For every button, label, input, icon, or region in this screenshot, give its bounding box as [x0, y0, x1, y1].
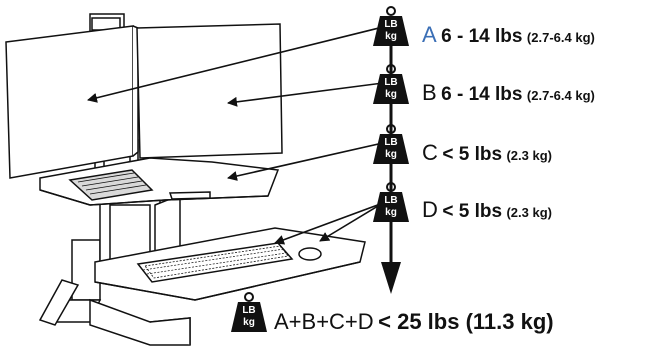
label-letter: D — [422, 197, 438, 222]
weight-icon-bottom: kg — [385, 207, 397, 218]
weight-icon-shape — [231, 292, 267, 332]
weight-icon-shape — [373, 64, 409, 104]
weight-icon-shape — [373, 182, 409, 222]
label-metric: (2.3 kg) — [506, 205, 552, 220]
weight-icon-top: LB — [384, 195, 398, 206]
pointer-arrows — [87, 26, 384, 245]
label-metric: (2.7-6.4 kg) — [526, 30, 595, 45]
weight-icon-shape — [373, 6, 409, 46]
weight-icon: LB kg — [372, 124, 410, 164]
weight-icon-bottom: kg — [385, 149, 397, 160]
label-range: < 5 lbs — [442, 144, 503, 165]
desk-clamp-base — [38, 239, 191, 346]
label-metric: (2.3 kg) — [506, 148, 552, 163]
label-range: 6 - 14 lbs — [441, 84, 523, 105]
label-letter: B — [422, 80, 437, 105]
total-letters: A+B+C+D — [274, 309, 374, 334]
weight-icon: LB kg — [372, 64, 410, 104]
weight-icon: LB kg — [372, 182, 410, 222]
keyboard — [136, 242, 294, 283]
weight-icon-top: LB — [384, 19, 398, 30]
mouse — [298, 247, 322, 261]
weight-icon: LB kg — [372, 6, 410, 46]
label-d: D < 5 lbs (2.3 kg) — [422, 197, 552, 222]
label-letter: C — [422, 140, 438, 165]
weight-icon-top: LB — [242, 305, 256, 316]
weight-icon-top: LB — [384, 137, 398, 148]
total-range: < 25 lbs (11.3 kg) — [378, 309, 554, 334]
work-surface — [39, 157, 280, 206]
weight-icon-bottom: kg — [385, 89, 397, 100]
label-c: C < 5 lbs (2.3 kg) — [422, 140, 552, 165]
weight-icon: LB kg — [230, 292, 268, 332]
label-range: < 5 lbs — [442, 201, 503, 222]
label-b: B 6 - 14 lbs (2.7-6.4 kg) — [422, 80, 595, 105]
left-monitor — [5, 25, 139, 179]
label-a: A 6 - 14 lbs (2.7-6.4 kg) — [422, 22, 595, 47]
weight-icon-bottom: kg — [243, 317, 255, 328]
weight-icon-shape — [373, 124, 409, 164]
total-capacity-label: A+B+C+D < 25 lbs (11.3 kg) — [274, 311, 554, 333]
right-monitor — [136, 23, 283, 159]
label-metric: (2.7-6.4 kg) — [526, 88, 595, 103]
label-letter: A — [422, 22, 437, 47]
label-range: 6 - 14 lbs — [441, 26, 523, 47]
weight-icon-top: LB — [384, 77, 398, 88]
weight-icon-bottom: kg — [385, 31, 397, 42]
